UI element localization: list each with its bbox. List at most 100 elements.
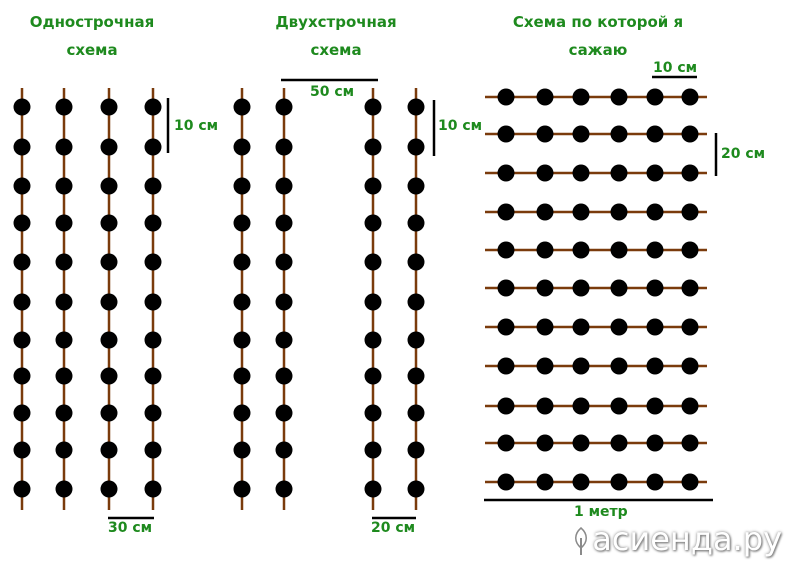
plant-s3-r4-4 [610,203,628,221]
plant-s3-r7-3 [572,318,590,336]
plant-s2-r1-2 [233,138,251,156]
plant-s2-r3-8 [364,367,382,385]
plant-s3-r6-4 [610,279,628,297]
plant-s2-r4-6 [407,293,425,311]
plant-s2-r3-9 [364,404,382,422]
plant-s3-r3-2 [536,164,554,182]
plant-s1-r2-4 [55,214,73,232]
scheme-2-title: Двухстрочная схема [258,8,414,64]
plant-s2-r1-1 [233,98,251,116]
plant-s3-r10-3 [572,434,590,452]
plant-s1-r4-11 [144,480,162,498]
plant-s1-r2-6 [55,293,73,311]
measure-layer [108,75,718,520]
plant-s2-r4-11 [407,480,425,498]
plant-s3-r4-2 [536,203,554,221]
plant-s1-r3-10 [100,441,118,459]
plant-s3-r3-6 [681,164,699,182]
plant-s3-r11-3 [572,473,590,491]
plant-s1-r4-1 [144,98,162,116]
plant-s2-r3-2 [364,138,382,156]
plant-s2-r1-8 [233,367,251,385]
plant-s1-r3-6 [100,293,118,311]
plant-s3-r9-2 [536,397,554,415]
plant-s2-r1-5 [233,253,251,271]
label-scheme-3-spacing: 10 см [653,60,698,76]
plant-s1-r1-1 [13,98,31,116]
label-scheme-3-bed-width: 1 метр [574,504,628,520]
plant-s1-r4-4 [144,214,162,232]
plant-s2-r1-3 [233,177,251,195]
plant-s2-r1-9 [233,404,251,422]
label-scheme-2-spacing: 10 см [438,118,483,134]
plant-s3-r7-1 [497,318,515,336]
plant-s1-r2-10 [55,441,73,459]
plant-s2-r3-11 [364,480,382,498]
plant-s1-r1-4 [13,214,31,232]
plant-s3-r5-4 [610,241,628,259]
plant-s1-r4-8 [144,367,162,385]
scheme-1-title: Однострочная схема [12,8,172,64]
label-scheme-3-row-gap: 20 см [721,146,766,162]
plant-s3-r1-5 [646,88,664,106]
plant-s2-r2-6 [275,293,293,311]
plant-s1-r1-7 [13,331,31,349]
plant-s2-r4-10 [407,441,425,459]
plant-s2-r4-2 [407,138,425,156]
plant-s2-r2-8 [275,367,293,385]
plant-s1-r1-10 [13,441,31,459]
plant-s3-r4-6 [681,203,699,221]
plant-s2-r2-3 [275,177,293,195]
plant-s3-r4-5 [646,203,664,221]
plant-s2-r2-11 [275,480,293,498]
plant-s2-r4-8 [407,367,425,385]
plant-s1-r3-4 [100,214,118,232]
plant-s2-r3-6 [364,293,382,311]
plant-s1-r1-6 [13,293,31,311]
plant-s2-r4-7 [407,331,425,349]
plant-s2-r4-9 [407,404,425,422]
scheme-1-title-text: Однострочная схема [29,13,155,59]
plant-s1-r2-9 [55,404,73,422]
plant-s2-r2-4 [275,214,293,232]
plant-s3-r3-1 [497,164,515,182]
plant-s3-r7-5 [646,318,664,336]
plant-s3-r3-5 [646,164,664,182]
label-scheme-1-spacing: 10 см [174,118,219,134]
plant-s3-r1-2 [536,88,554,106]
plant-s3-r5-1 [497,241,515,259]
plant-s2-r1-7 [233,331,251,349]
plant-s3-r2-6 [681,125,699,143]
plant-s3-r9-4 [610,397,628,415]
plant-s3-r10-5 [646,434,664,452]
plant-s2-r1-4 [233,214,251,232]
plant-s1-r1-5 [13,253,31,271]
plant-s3-r10-6 [681,434,699,452]
label-scheme-2-band-width: 50 см [310,84,355,100]
plant-s3-r2-5 [646,125,664,143]
plant-s2-r4-5 [407,253,425,271]
plant-s3-r1-3 [572,88,590,106]
plant-s3-r5-6 [681,241,699,259]
plant-s1-r4-2 [144,138,162,156]
plant-s1-r2-2 [55,138,73,156]
plant-s3-r8-4 [610,357,628,375]
plant-s1-r3-1 [100,98,118,116]
plant-s2-r2-7 [275,331,293,349]
plant-s2-r2-1 [275,98,293,116]
plant-s1-r1-11 [13,480,31,498]
plant-s1-r2-5 [55,253,73,271]
plant-s3-r6-5 [646,279,664,297]
plant-s3-r8-5 [646,357,664,375]
plant-s1-r4-6 [144,293,162,311]
plant-s1-r4-9 [144,404,162,422]
plant-s3-r9-3 [572,397,590,415]
plant-s2-r4-1 [407,98,425,116]
plant-s3-r6-3 [572,279,590,297]
watermark: асиенда.ру [570,520,782,558]
watermark-text: асиенда.ру [592,520,782,558]
plant-s1-r2-11 [55,480,73,498]
plant-s3-r8-3 [572,357,590,375]
leaf-logo-icon [575,527,588,555]
plant-s3-r11-2 [536,473,554,491]
